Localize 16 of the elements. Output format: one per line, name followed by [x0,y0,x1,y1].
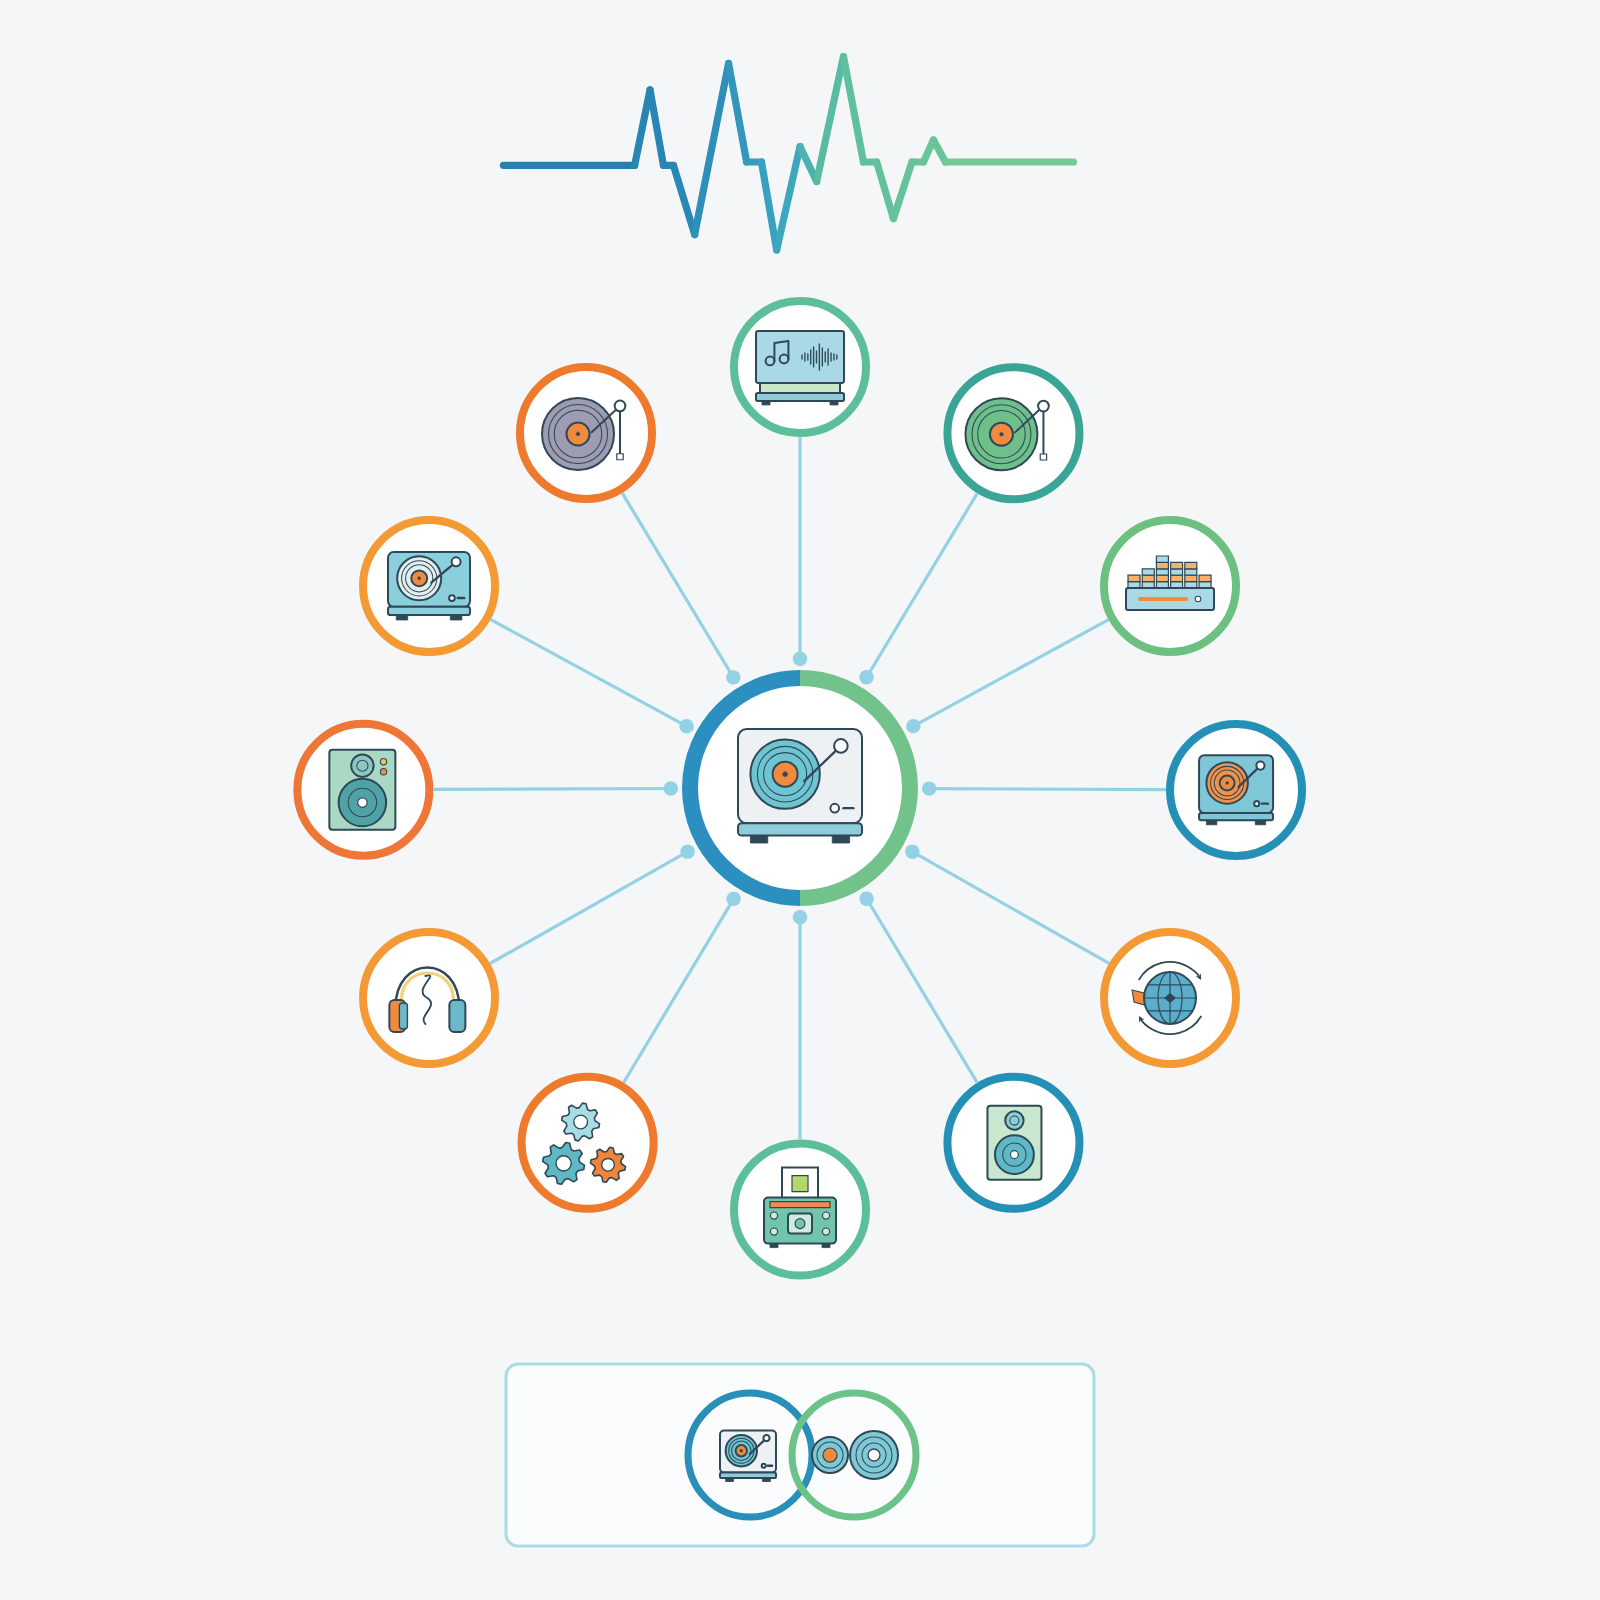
connector-line [489,844,695,965]
icon-circle [684,1389,816,1521]
connector-line [905,844,1110,965]
connector-line [906,618,1110,734]
connector-line [489,618,694,734]
connector-line [792,910,808,1140]
connector-line [922,781,1167,796]
icon-circle [359,928,500,1068]
connector-line [859,891,979,1084]
connector-line [859,492,979,685]
connector-line [620,492,741,685]
icon-circle [788,1389,920,1521]
connector-line [792,436,808,666]
panel-box [504,1362,1096,1548]
connector-line [622,891,741,1084]
connector-line [433,781,679,796]
